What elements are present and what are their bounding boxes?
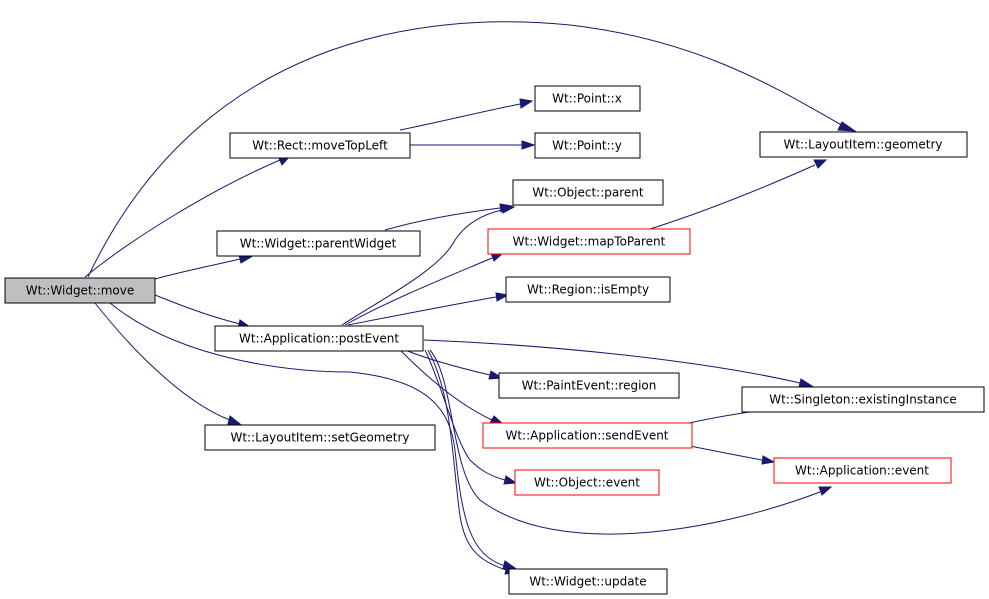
edge-mapToParent-to-geometry — [649, 164, 816, 230]
edge-move-to-moveTopLeft — [84, 159, 281, 278]
edge-move-to-parentWidget — [154, 258, 241, 280]
arrowhead-setGeometry — [227, 415, 242, 425]
edge-postEvent-to-objectEvent — [424, 349, 506, 481]
node-paintEvent-region[interactable]: Wt::PaintEvent::region — [498, 372, 680, 399]
arrowhead-parent-b — [501, 204, 516, 214]
node-label: Wt::Widget::mapToParent — [513, 235, 666, 249]
node-widget-update[interactable]: Wt::Widget::update — [508, 568, 668, 595]
node-point-x[interactable]: Wt::Point::x — [534, 85, 641, 112]
node-widget-mapToParent[interactable]: Wt::Widget::mapToParent — [487, 228, 691, 255]
node-label: Wt::PaintEvent::region — [522, 379, 657, 393]
node-label: Wt::Widget::update — [529, 575, 646, 589]
node-layoutItem-geometry[interactable]: Wt::LayoutItem::geometry — [759, 131, 968, 158]
edge-move-to-geometry — [87, 21, 846, 278]
edge-postEvent-to-existingInstance — [423, 339, 801, 384]
node-widget-parentWidget[interactable]: Wt::Widget::parentWidget — [216, 230, 421, 257]
edge-postEvent-to-update — [427, 349, 507, 571]
arrowhead-existingInstance-a — [798, 378, 814, 388]
node-object-event[interactable]: Wt::Object::event — [514, 469, 660, 496]
edge-postEvent-to-mapToParent — [344, 257, 493, 326]
node-rect-moveTopLeft[interactable]: Wt::Rect::moveTopLeft — [229, 132, 411, 159]
node-label: Wt::LayoutItem::setGeometry — [230, 431, 409, 445]
node-label: Wt::LayoutItem::geometry — [783, 138, 942, 152]
node-object-parent[interactable]: Wt::Object::parent — [512, 179, 664, 206]
edge-postEvent-to-appEvent — [429, 349, 821, 535]
node-layoutItem-setGeometry[interactable]: Wt::LayoutItem::setGeometry — [204, 424, 436, 451]
node-label: Wt::Application::sendEvent — [505, 429, 668, 443]
edges — [84, 21, 857, 575]
node-region-isEmpty[interactable]: Wt::Region::isEmpty — [505, 276, 671, 303]
node-widget-move[interactable]: Wt::Widget::move — [4, 277, 156, 304]
node-label: Wt::Application::event — [795, 464, 929, 478]
arrowhead-appEvent-a — [818, 486, 833, 496]
arrowhead-appEvent-b — [761, 455, 776, 465]
node-label: Wt::Object::event — [534, 476, 640, 490]
node-label: Wt::Singleton::existingInstance — [769, 393, 956, 407]
node-point-y[interactable]: Wt::Point::y — [534, 132, 641, 159]
arrowhead-geometry-b — [813, 159, 828, 169]
nodes: Wt::Widget::move Wt::Rect::moveTopLeft W… — [4, 85, 985, 595]
node-label: Wt::Application::postEvent — [239, 332, 399, 346]
edge-move-to-postEvent — [154, 294, 241, 325]
edge-postEvent-to-parent — [341, 209, 503, 326]
node-label: Wt::Widget::move — [26, 284, 135, 298]
arrowhead-x — [519, 98, 534, 109]
edge-moveTopLeft-to-x — [399, 103, 521, 131]
node-label: Wt::Rect::moveTopLeft — [252, 139, 388, 153]
node-label: Wt::Point::y — [552, 139, 622, 153]
edge-sendEvent-to-appEvent — [689, 445, 763, 461]
node-singleton-existingInstance[interactable]: Wt::Singleton::existingInstance — [741, 386, 985, 413]
edge-postEvent-to-isEmpty — [347, 296, 497, 326]
node-label: Wt::Point::x — [552, 92, 622, 106]
node-application-postEvent[interactable]: Wt::Application::postEvent — [214, 325, 424, 352]
node-application-event[interactable]: Wt::Application::event — [773, 457, 952, 484]
arrowhead-y — [521, 140, 536, 150]
node-label: Wt::Object::parent — [532, 186, 643, 200]
edge-postEvent-to-sendEvent — [399, 349, 493, 421]
arrowhead-objectEvent — [503, 475, 518, 485]
node-label: Wt::Region::isEmpty — [527, 283, 649, 297]
edge-postEvent-to-paintRegion — [404, 349, 491, 376]
edge-parentWidget-to-parent — [384, 207, 501, 231]
node-label: Wt::Widget::parentWidget — [240, 237, 397, 251]
arrowhead-isEmpty — [495, 292, 510, 302]
node-application-sendEvent[interactable]: Wt::Application::sendEvent — [482, 422, 693, 449]
edge-move-to-setGeometry — [94, 302, 231, 421]
arrowhead-geometry-top — [837, 121, 857, 132]
edge-move-to-update — [109, 302, 506, 567]
